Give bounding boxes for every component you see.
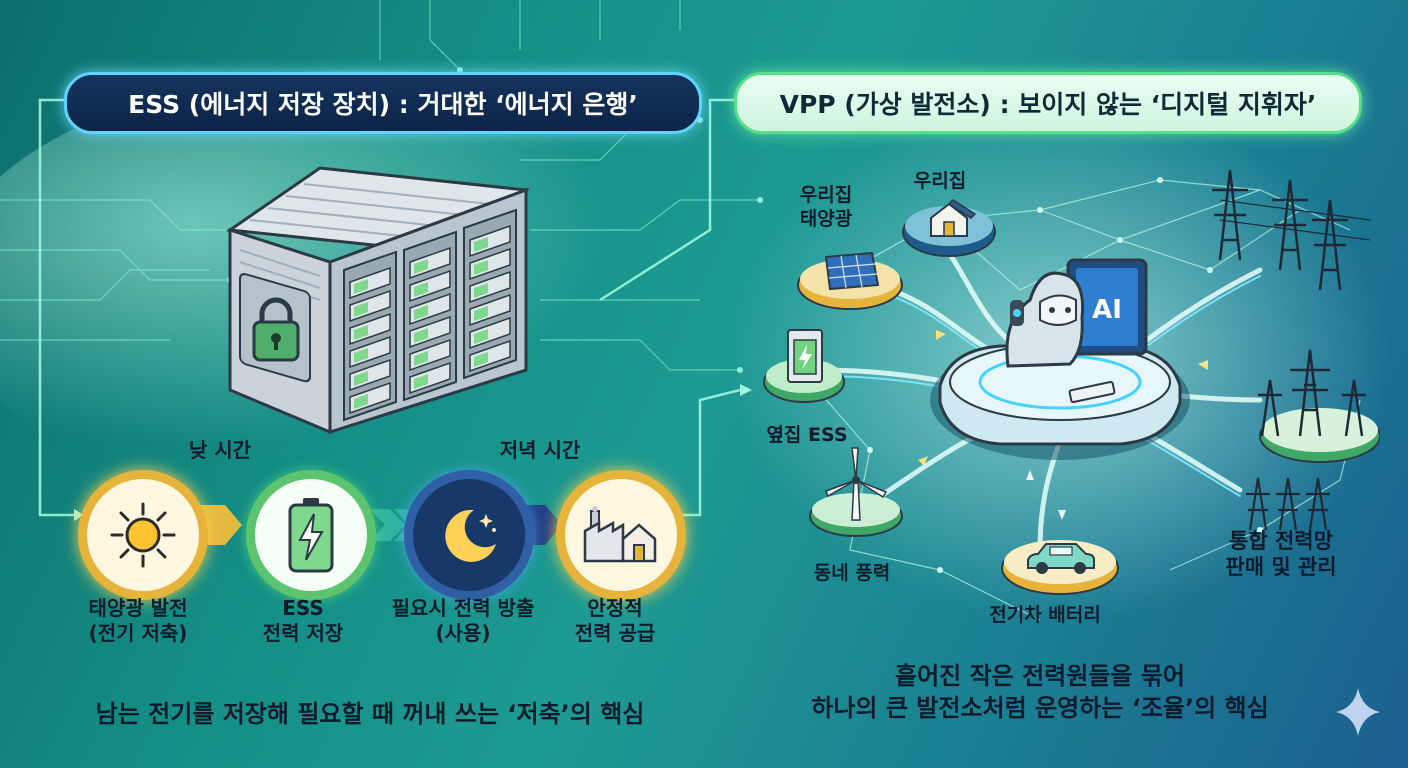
vpp-title-banner: VPP (가상 발전소) : 보이지 않는 ‘디지털 지휘자’ — [734, 72, 1362, 134]
battery-status-light — [354, 325, 368, 340]
step-label-supply: 안정적 전력 공급 — [574, 596, 656, 645]
ev-battery-node — [1001, 540, 1119, 595]
battery-status-light — [474, 352, 488, 367]
factory-house-icon — [583, 506, 657, 563]
battery-status-light — [474, 306, 488, 321]
solar-panel-node — [797, 251, 903, 310]
battery-icon — [288, 498, 334, 573]
wind-turbine-icon — [825, 447, 888, 521]
solar-panel-icon — [824, 251, 880, 291]
wind-turbine-node — [809, 447, 903, 537]
battery-status-light — [414, 305, 428, 320]
ess-title-banner: ESS (에너지 저장 장치) : 거대한 ‘에너지 은행’ — [64, 72, 702, 134]
battery-status-light — [354, 394, 368, 409]
node-label-neighborhood-wind: 동네 풍력 — [813, 562, 891, 584]
evening-time-label: 저녁 시간 — [499, 438, 581, 462]
battery-status-light — [414, 282, 428, 297]
battery-status-light — [414, 351, 428, 366]
step-label-storage: ESS 전력 저장 — [262, 596, 344, 645]
ai-hub-platform — [930, 340, 1190, 460]
battery-status-light — [414, 328, 428, 343]
ess-summary: 남는 전기를 저장해 필요할 때 꺼내 쓰는 ‘저축’의 핵심 — [95, 700, 645, 728]
step-label-solar: 태양광 발전 (전기 저축) — [88, 596, 188, 645]
battery-status-light — [474, 237, 488, 252]
battery-status-light — [354, 279, 368, 294]
vpp-network-illustration: AI — [763, 169, 1380, 621]
sun-icon — [110, 502, 176, 568]
node-label-ev-battery: 전기차 배터리 — [989, 604, 1101, 626]
grid-sales-towers — [1246, 477, 1330, 531]
house-icon — [930, 199, 977, 237]
battery-status-light — [414, 374, 428, 389]
battery-status-light — [354, 371, 368, 386]
sparkle-icon — [1336, 688, 1380, 736]
moon-icon — [445, 509, 496, 562]
step-label-discharge: 필요시 전력 방출 (사용) — [391, 596, 535, 645]
battery-status-light — [354, 302, 368, 317]
power-tower-icons — [1212, 169, 1371, 291]
battery-status-light — [414, 259, 428, 274]
solar-generation-step — [78, 470, 208, 600]
vpp-title-text: VPP (가상 발전소) : 보이지 않는 ‘디지털 지휘자’ — [779, 90, 1317, 119]
svg-text:AI: AI — [1092, 295, 1122, 325]
node-label-neighbor-ess: 옆집 ESS — [766, 424, 848, 446]
node-label-integrated-grid: 통합 전력망 판매 및 관리 — [1225, 529, 1337, 580]
electric-car-icon — [1027, 543, 1095, 574]
grid-substation-node — [1258, 349, 1380, 463]
house-node — [902, 199, 996, 257]
ess-title-text: ESS (에너지 저장 장치) : 거대한 ‘에너지 은행’ — [128, 90, 638, 119]
ai-monitor-icon: AI — [1066, 258, 1148, 356]
ess-battery-cabinet-illustration — [225, 166, 530, 435]
day-time-label: 낮 시간 — [188, 438, 252, 462]
flow-arrows — [190, 505, 562, 545]
ess-unit-icon — [787, 329, 823, 383]
power-discharge-step — [404, 470, 534, 600]
battery-status-light — [474, 329, 488, 344]
battery-status-light — [474, 283, 488, 298]
ess-storage-step — [246, 470, 376, 600]
battery-status-light — [354, 348, 368, 363]
node-label-home-solar: 우리집 태양광 — [799, 184, 853, 230]
lock-icon — [252, 297, 300, 362]
neighbor-ess-node — [763, 329, 845, 403]
battery-status-light — [474, 260, 488, 275]
ai-robot-head-icon — [1005, 271, 1085, 368]
vpp-summary: 흩어진 작은 전력원들을 묶어 하나의 큰 발전소처럼 운영하는 ‘조율’의 핵… — [811, 662, 1269, 723]
node-label-home: 우리집 — [913, 170, 967, 192]
stable-supply-step — [556, 470, 686, 600]
